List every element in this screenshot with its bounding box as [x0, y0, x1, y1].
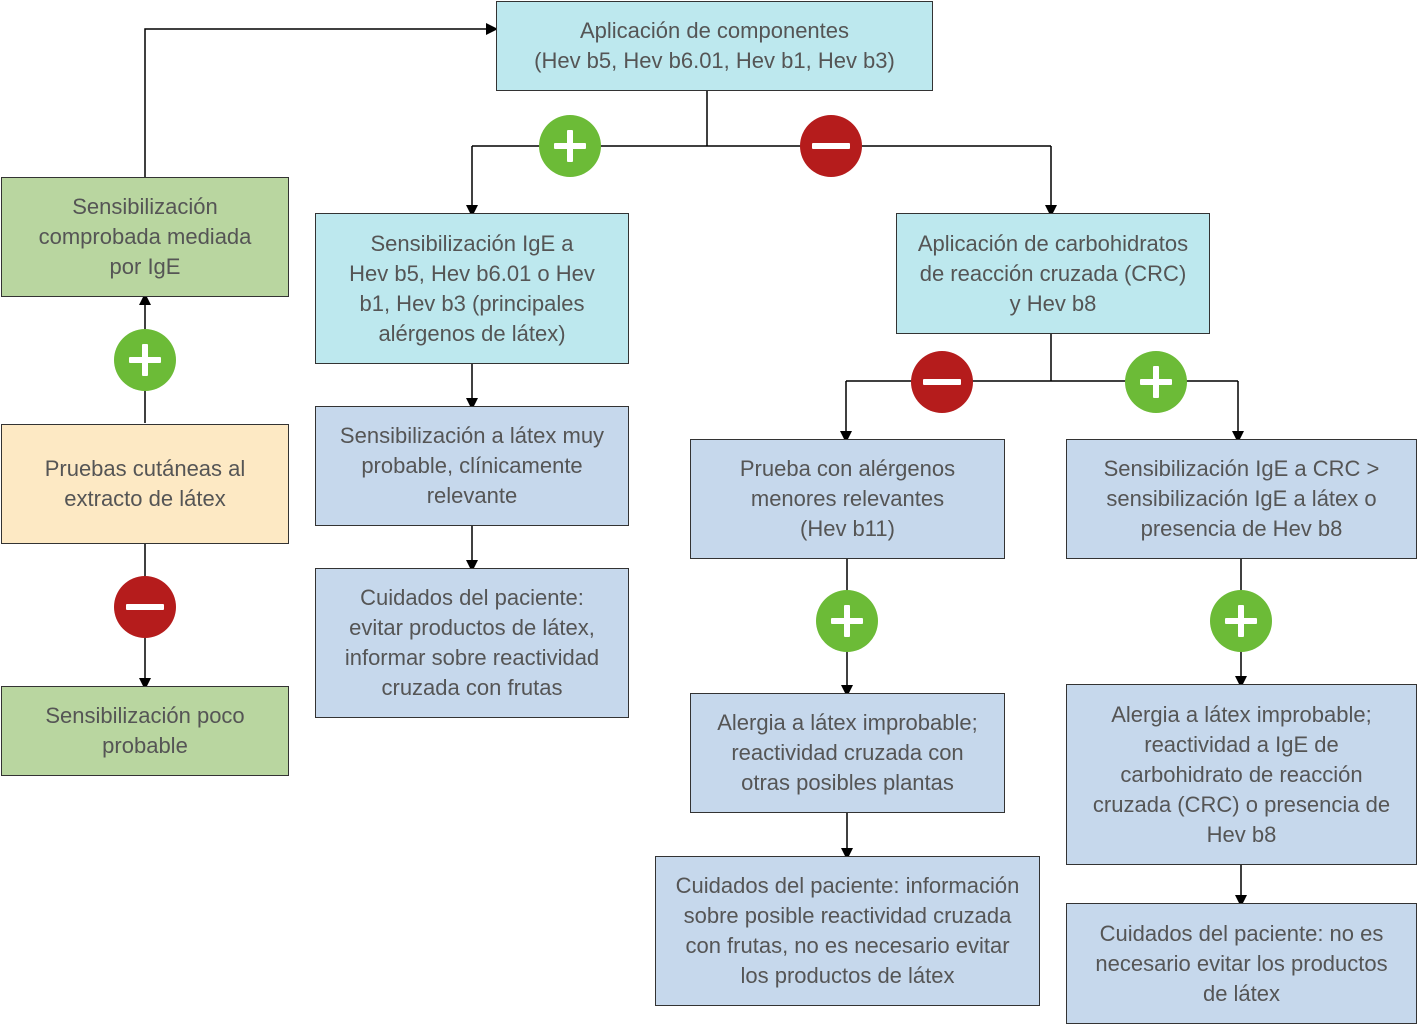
components-box: Aplicación de componentes (Hev b5, Hev b…	[496, 1, 933, 91]
patient-care-avoid-box: Cuidados del paciente: evitar productos …	[315, 568, 629, 718]
plus-circle-icon	[539, 115, 601, 177]
plus-circle-icon	[1125, 351, 1187, 413]
ige-mediated-sensitization-box: Sensibilización comprobada mediada por I…	[1, 177, 289, 297]
unlikely-allergy-plants-box: Alergia a látex improbable; reactividad …	[690, 693, 1005, 813]
crc-hevb8-box: Aplicación de carbohidratos de reacción …	[896, 213, 1210, 334]
crc-sensitization-box: Sensibilización IgE a CRC > sensibilizac…	[1066, 439, 1417, 559]
unlikely-allergy-crc-box: Alergia a látex improbable; reactividad …	[1066, 684, 1417, 865]
likely-latex-sensitization-box: Sensibilización a látex muy probable, cl…	[315, 406, 629, 526]
plus-circle-icon	[816, 590, 878, 652]
plus-circle-icon	[1210, 590, 1272, 652]
skin-tests-box: Pruebas cutáneas al extracto de látex	[1, 424, 289, 544]
patient-care-no-avoid-box: Cuidados del paciente: no es necesario e…	[1066, 903, 1417, 1024]
minus-circle-icon	[114, 576, 176, 638]
minus-circle-icon	[800, 115, 862, 177]
minus-circle-icon	[911, 351, 973, 413]
unlikely-sensitization-box: Sensibilización poco probable	[1, 686, 289, 776]
plus-circle-icon	[114, 329, 176, 391]
minor-allergens-test-box: Prueba con alérgenos menores relevantes …	[690, 439, 1005, 559]
ige-hev-sensitization-box: Sensibilización IgE a Hev b5, Hev b6.01 …	[315, 213, 629, 364]
patient-care-fruits-box: Cuidados del paciente: información sobre…	[655, 856, 1040, 1006]
